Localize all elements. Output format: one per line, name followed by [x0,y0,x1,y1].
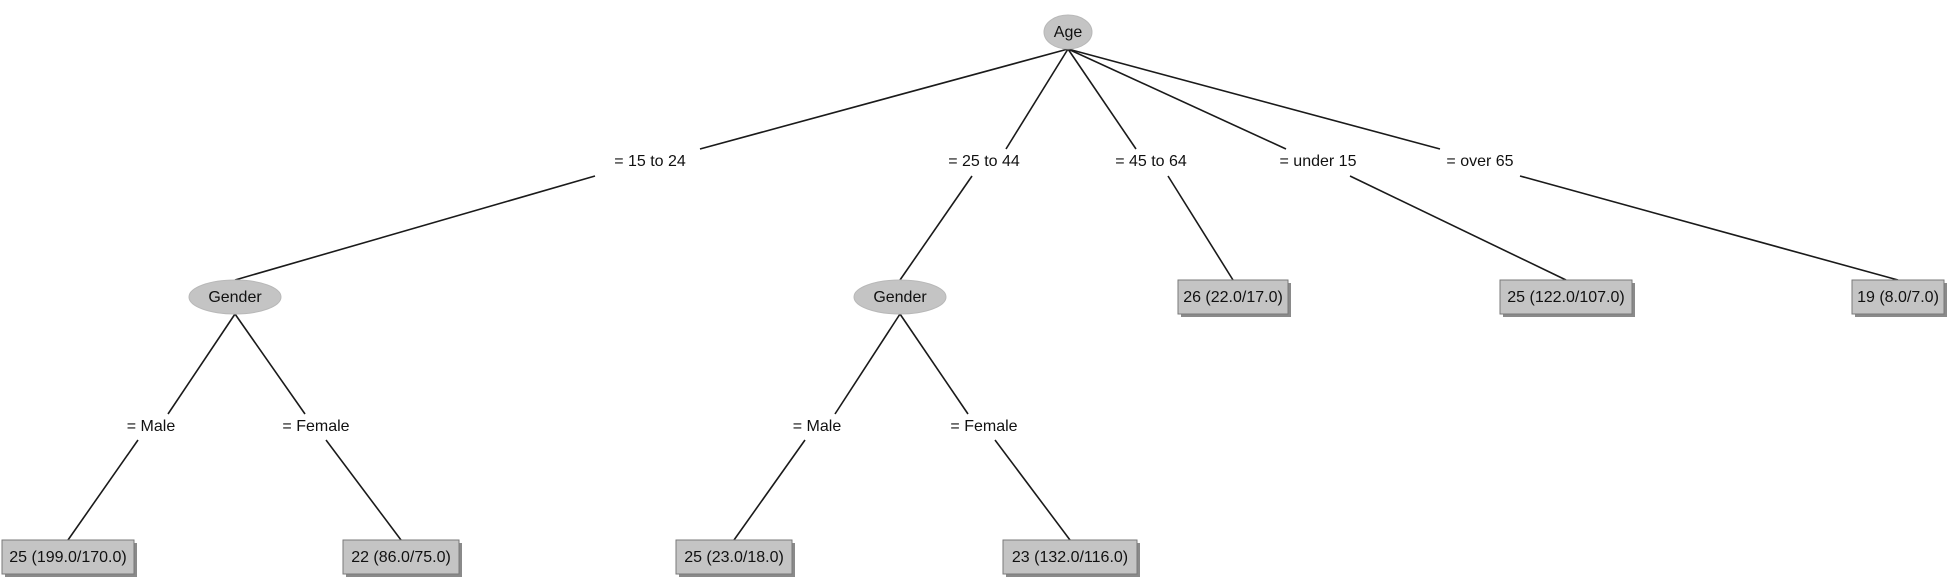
edge-label-e-a-male: = Male [127,418,176,435]
edge-line-e-b-male-lower [733,439,806,541]
edge-line-e-25-44-upper [1005,48,1069,150]
edge-line-e-45-64-lower [1167,175,1234,281]
leaf-node-label: 26 (22.0/17.0) [1183,289,1283,306]
decision-node-gender-a: Gender [188,279,282,315]
leaf-box [1002,539,1138,575]
edge-label-e-b-male: = Male [793,418,842,435]
decision-node-oval [853,279,947,315]
edge-line-e-over-65-lower [1519,175,1899,281]
edge-line-e-b-female-lower [994,439,1071,541]
edge-line-e-under-15-upper [1067,48,1287,150]
leaf-box [342,539,460,575]
leaf-node-label: 23 (132.0/116.0) [1012,549,1128,566]
leaf-node-label: 25 (199.0/170.0) [9,549,126,566]
leaf-node-leaf-15-24-male: 25 (199.0/170.0) [1,539,137,577]
decision-node-label: Gender [208,289,262,306]
leaf-node-leaf-under-15: 25 (122.0/107.0) [1499,279,1635,317]
decision-node-age: Age [1043,14,1093,50]
leaf-node-label: 19 (8.0/7.0) [1857,289,1939,306]
leaf-node-leaf-45-64: 26 (22.0/17.0) [1177,279,1291,317]
edge-line-e-15-24-upper [699,48,1069,150]
leaf-box [1499,279,1633,315]
edge-line-e-b-female-upper [899,313,969,415]
decision-node-label: Age [1054,24,1083,41]
decision-node-oval [188,279,282,315]
edge-line-e-over-65-upper [1067,48,1441,150]
edge-line-e-a-male-upper [167,313,236,415]
edge-label-e-45-64: = 45 to 64 [1115,153,1187,170]
edge-label-e-15-24: = 15 to 24 [614,153,686,170]
edges-layer [67,48,1899,541]
leaf-node-label: 25 (122.0/107.0) [1507,289,1624,306]
leaf-box [1177,279,1289,315]
leaf-node-leaf-25-44-male: 25 (23.0/18.0) [675,539,795,577]
decision-node-oval [1043,14,1093,50]
edge-label-e-a-female: = Female [282,418,349,435]
leaf-node-leaf-25-44-female: 23 (132.0/116.0) [1002,539,1140,577]
leaf-node-leaf-over-65: 19 (8.0/7.0) [1851,279,1947,317]
edge-line-e-25-44-lower [899,175,973,281]
edge-labels-layer: = 15 to 24 = 25 to 44 = 45 to 64 = under 15… [127,153,1514,435]
leaf-node-label: 22 (86.0/75.0) [351,549,451,566]
edge-label-e-under-15: = under 15 [1280,153,1357,170]
edge-label-e-over-65: = over 65 [1446,153,1513,170]
leaf-box [1851,279,1945,315]
decision-node-gender-b: Gender [853,279,947,315]
edge-label-e-b-female: = Female [950,418,1017,435]
edge-line-e-a-female-lower [325,439,402,541]
edge-label-e-25-44: = 25 to 44 [948,153,1020,170]
leaf-box [675,539,793,575]
edge-line-e-15-24-lower [234,175,596,281]
decision-node-label: Gender [873,289,927,306]
edge-line-e-b-male-upper [834,313,901,415]
edge-line-e-45-64-upper [1067,48,1137,150]
edge-line-e-a-male-lower [67,439,139,541]
leaf-node-leaf-15-24-female: 22 (86.0/75.0) [342,539,462,577]
leaf-box [1,539,135,575]
leaf-node-label: 25 (23.0/18.0) [684,549,784,566]
edge-line-e-under-15-lower [1349,175,1567,281]
edge-line-e-a-female-upper [234,313,306,415]
